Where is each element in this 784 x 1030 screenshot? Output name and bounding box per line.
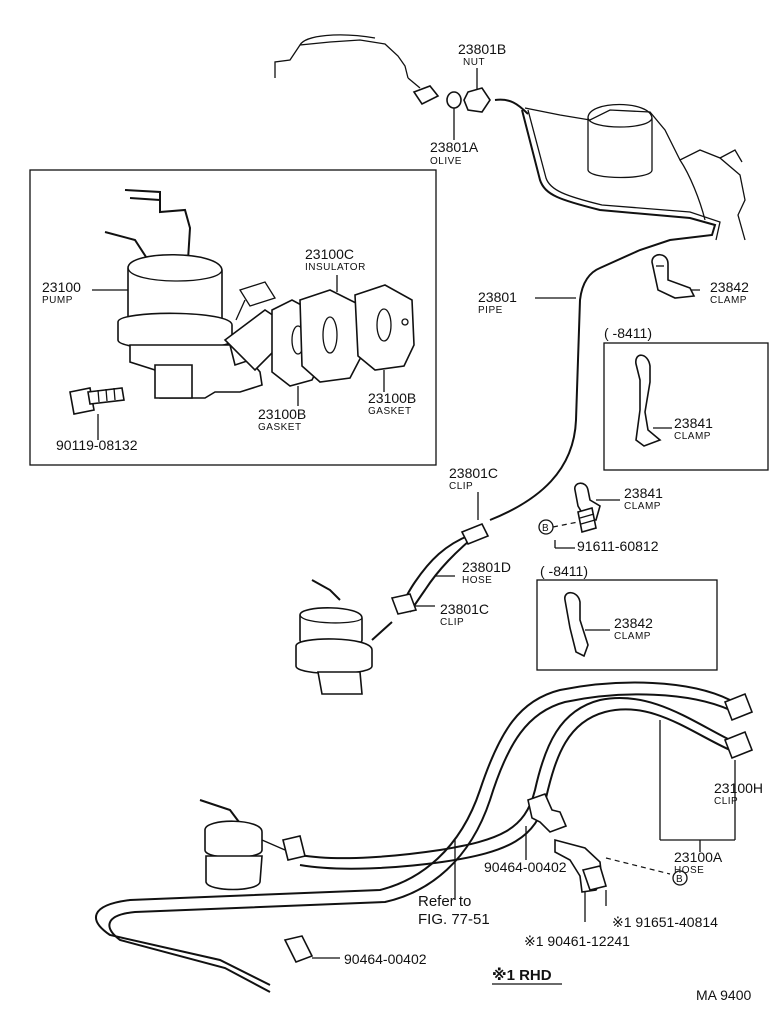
olive-name: OLIVE — [430, 156, 462, 167]
hose-bracket — [525, 792, 688, 922]
pump-inset-box — [29, 169, 437, 466]
hose-d-pn: 23801D — [462, 559, 511, 575]
engine-outline — [274, 34, 746, 241]
clip-90464-upper-pn: 90464-00402 — [484, 859, 567, 875]
clip-upper-part — [460, 522, 490, 546]
insulator-name: INSULATOR — [305, 262, 366, 273]
clip-upper-name: CLIP — [449, 481, 473, 492]
clamp-23841-assembly — [538, 482, 601, 535]
clamp-23842-box-pn: 23842 — [614, 615, 653, 631]
clip-lower-pn: 23801C — [440, 601, 489, 617]
pipe-pn: 23801 — [478, 289, 517, 305]
fuel-filter — [199, 799, 306, 891]
nut-pn: 23801B — [458, 41, 506, 57]
fuel-pipe-23801 — [489, 109, 721, 521]
clamp-23842-top-name: CLAMP — [710, 295, 747, 306]
pipe-name: PIPE — [478, 305, 503, 316]
clip-h-top — [723, 692, 754, 722]
clip-lower-name: CLIP — [440, 617, 464, 628]
clamp-23841-box-name: CLAMP — [674, 431, 711, 442]
clamp-23842-top-pn: 23842 — [710, 279, 749, 295]
insulator-pn: 23100C — [305, 246, 354, 262]
bolt-pn: 90119-08132 — [56, 437, 138, 453]
clip-90464-lower-pn: 90464-00402 — [344, 951, 427, 967]
insulator — [299, 289, 363, 383]
marker-b-lower: B — [676, 874, 683, 885]
fig-ref-text: FIG. 77-51 — [418, 911, 490, 928]
range-box-1 — [603, 342, 769, 471]
rhd-note: ※1 RHD — [492, 966, 552, 984]
clip-h-bottom — [723, 730, 754, 760]
lower-fuel-hoses — [95, 681, 754, 993]
gasket-left-pn: 23100B — [258, 406, 306, 422]
gasket-right-pn: 23100B — [368, 390, 416, 406]
hose-a-name: HOSE — [674, 865, 704, 876]
olive-pn: 23801A — [430, 139, 479, 155]
hose-d-name: HOSE — [462, 575, 492, 586]
clip-h-pn: 23100H — [714, 780, 763, 796]
gasket-right — [354, 284, 415, 371]
clip-90464-lower-part — [283, 935, 340, 964]
clamp-23841-pn: 23841 — [624, 485, 663, 501]
clamp-23842-box-name: CLAMP — [614, 631, 651, 642]
bracket-lines — [454, 720, 736, 900]
box2-range: ( -8411) — [540, 563, 588, 579]
range-box-2 — [536, 579, 718, 671]
fuel-pump-23100 — [104, 189, 281, 399]
gasket-left-name: GASKET — [258, 422, 302, 433]
clamp-23842-top — [651, 253, 696, 299]
bolt-91611-pn: 91611-60812 — [577, 538, 659, 554]
refer-to-text: Refer to — [418, 893, 471, 910]
clip-upper-pn: 23801C — [449, 465, 498, 481]
marker-b-upper: B — [542, 523, 549, 534]
labels-layer: 23801B NUT 23801A OLIVE 23100C INSULATOR… — [42, 41, 763, 1003]
pump-pn: 23100 — [42, 279, 81, 295]
drawing-code: MA 9400 — [696, 987, 751, 1003]
nut-part — [463, 87, 491, 113]
nut-name: NUT — [463, 57, 485, 68]
carburetor-fuel-unit — [295, 579, 393, 695]
hose-23801D — [390, 522, 490, 615]
pump-name: PUMP — [42, 295, 73, 306]
bolt-91651-pn: ※1 91651-40814 — [612, 914, 718, 930]
bolt-90119 — [69, 387, 125, 415]
clamp-23841-name: CLAMP — [624, 501, 661, 512]
gasket-right-name: GASKET — [368, 406, 412, 417]
hose-a-pn: 23100A — [674, 849, 723, 865]
clip-lower-part — [390, 593, 418, 615]
box1-range: ( -8411) — [604, 325, 652, 341]
leader-lines — [92, 68, 700, 631]
clip-h-name: CLIP — [714, 796, 738, 807]
clamp-23841-box-pn: 23841 — [674, 415, 713, 431]
pipe-fitting-top — [412, 85, 529, 115]
olive-part — [446, 91, 462, 109]
bolt-90461-pn: ※1 90461-12241 — [524, 933, 630, 949]
